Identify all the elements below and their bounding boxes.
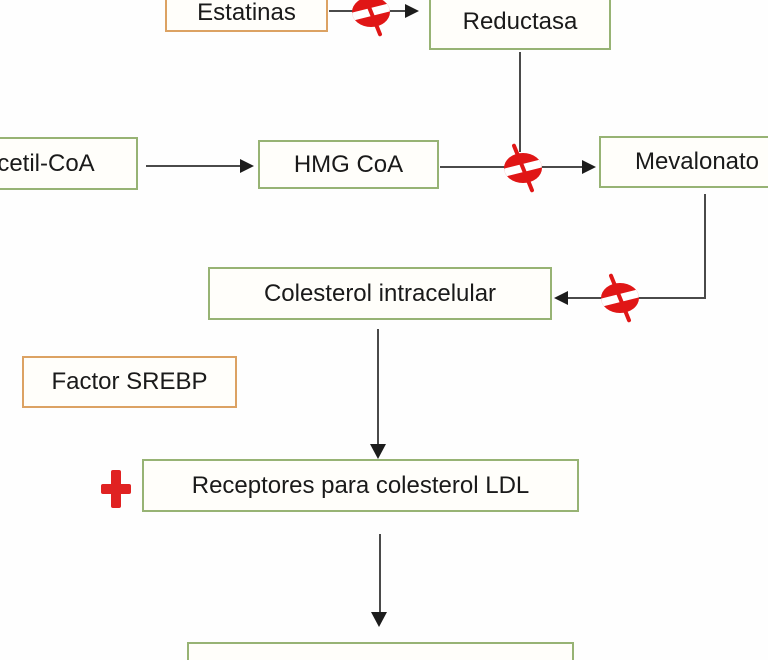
node-colesterol-intracelular: Colesterol intracelular <box>208 267 552 320</box>
node-estatinas-label: Estatinas <box>197 0 296 26</box>
node-hmg-coa: HMG CoA <box>258 140 439 189</box>
inhibition-icon <box>351 0 391 37</box>
edge-receptores-to-bottom <box>379 534 381 614</box>
arrowhead-down-icon <box>370 444 386 459</box>
arrowhead-left-icon <box>554 291 568 305</box>
node-colesterol-intracelular-label: Colesterol intracelular <box>263 279 497 307</box>
node-hmg-coa-reductasa-label: HMG CoA Reductasa <box>462 0 578 35</box>
edge-colesterol-to-receptores <box>377 329 379 445</box>
node-bottom-partial <box>187 642 574 660</box>
arrowhead-right-icon <box>582 160 596 174</box>
node-mevalonato: Mevalonato <box>599 136 768 188</box>
node-mevalonato-label: Mevalonato <box>634 148 760 175</box>
node-factor-srebp: Factor SREBP <box>22 356 237 408</box>
node-receptores-ldl: Receptores para colesterol LDL <box>142 459 579 512</box>
node-hmg-coa-label: HMG CoA <box>293 150 404 178</box>
inhibition-icon <box>503 143 543 193</box>
node-estatinas: Estatinas <box>165 0 328 32</box>
edge-mevalonato-down <box>704 194 706 298</box>
node-factor-srebp-label: Factor SREBP <box>51 368 208 395</box>
plus-icon <box>101 470 131 508</box>
node-receptores-ldl-label: Receptores para colesterol LDL <box>191 471 530 499</box>
arrowhead-down-icon <box>371 612 387 627</box>
node-acetil-coa-label: Acetil-CoA <box>0 149 95 177</box>
inhibition-icon <box>600 273 640 323</box>
edge-reductasa-to-reaction <box>519 52 521 152</box>
arrowhead-right-icon <box>240 159 254 173</box>
node-acetil-coa: Acetil-CoA <box>0 137 138 190</box>
edge-acetil-to-hmgcoa <box>146 165 240 167</box>
node-hmg-coa-reductasa: HMG CoA Reductasa <box>429 0 611 50</box>
arrowhead-right-icon <box>405 4 419 18</box>
